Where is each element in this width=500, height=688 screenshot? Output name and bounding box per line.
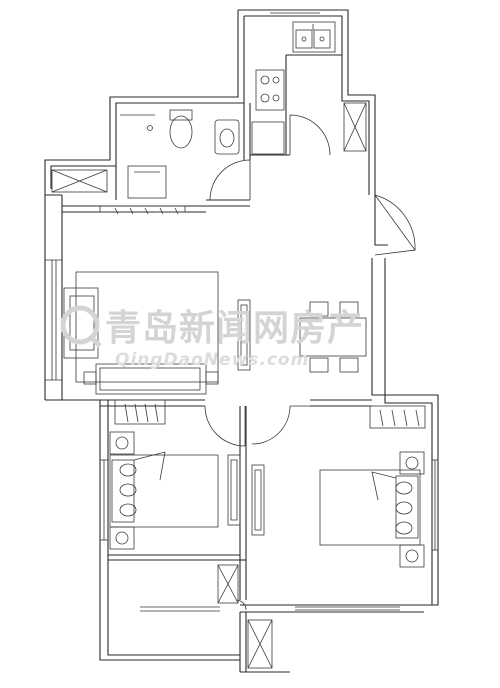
bedroom-left <box>109 399 241 604</box>
doors <box>204 114 416 611</box>
watermark: 青岛新闻网房产 QingDaoNews.com <box>60 305 364 370</box>
dining-area <box>299 301 367 373</box>
outer-walls <box>44 9 439 661</box>
kitchen <box>251 21 367 155</box>
bedroom-right <box>247 405 426 669</box>
windows <box>45 9 438 612</box>
watermark-subtitle: QingDaoNews.com <box>115 350 309 370</box>
bathroom <box>51 109 240 199</box>
watermark-title: 青岛新闻网房产 <box>105 308 364 349</box>
